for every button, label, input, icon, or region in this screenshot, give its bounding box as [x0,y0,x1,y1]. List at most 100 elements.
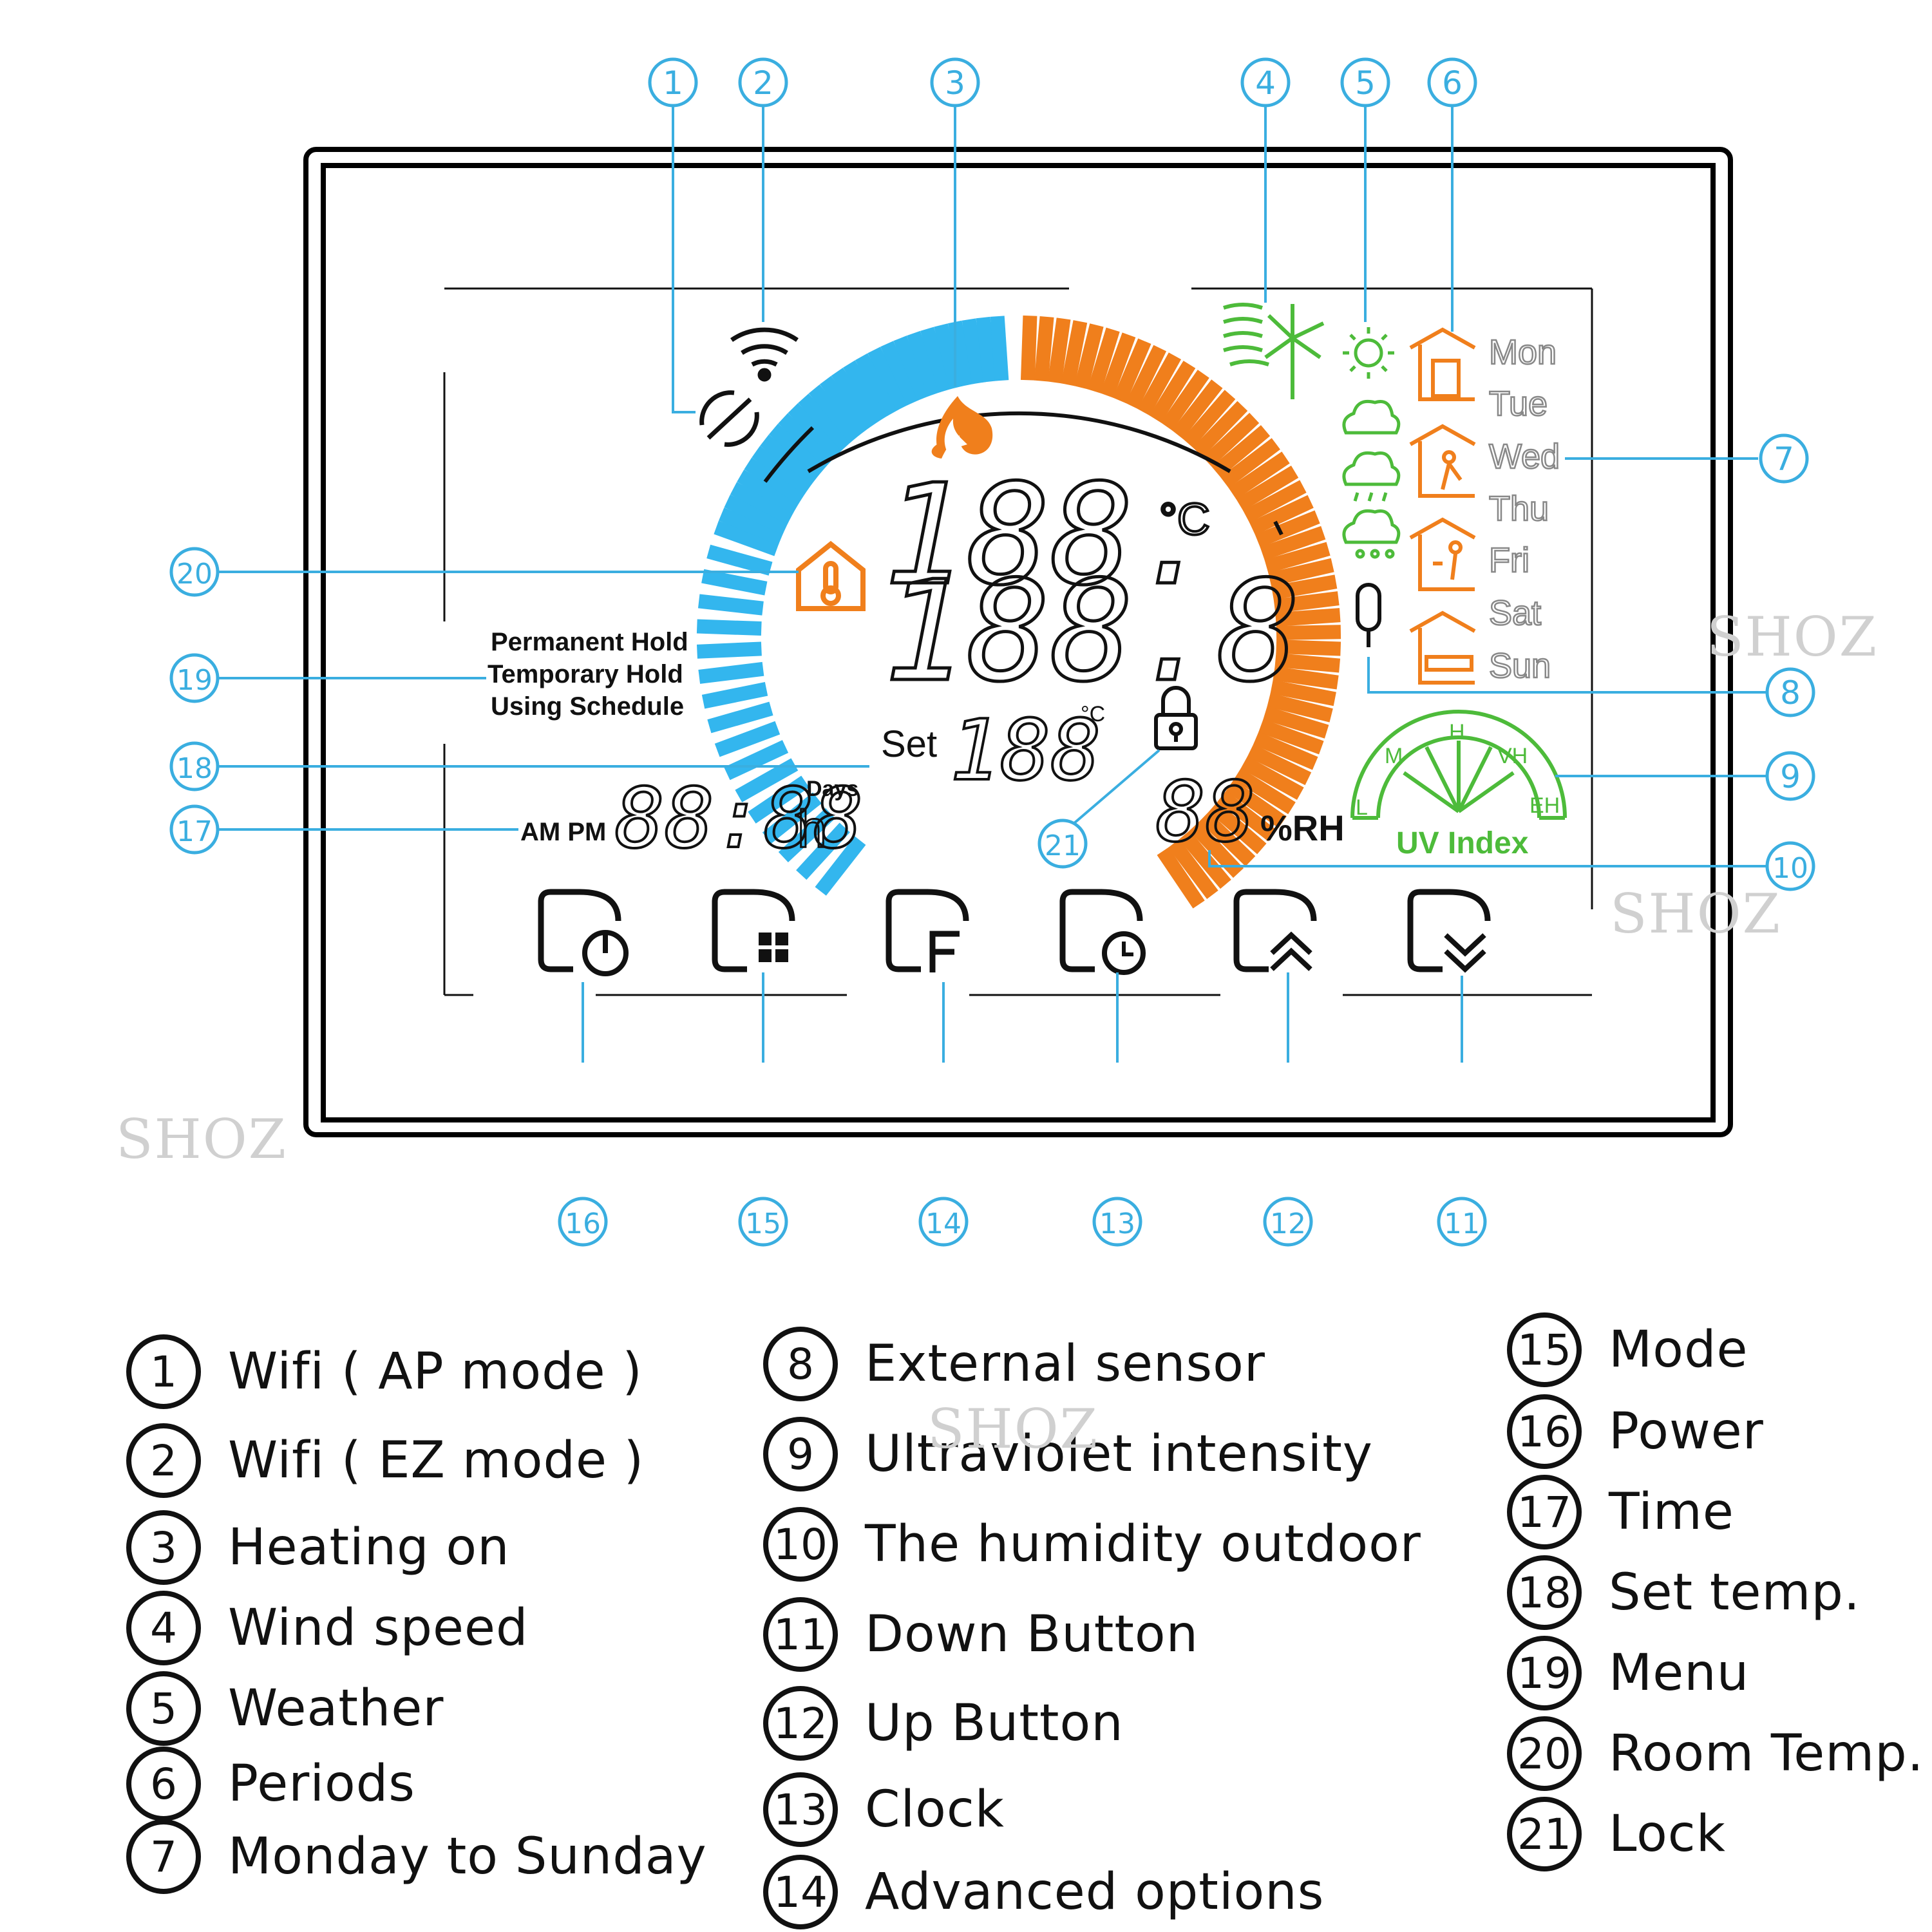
gauge-tick-cold [760,434,820,486]
gauge-tick-cold [831,368,880,430]
watermark: SHOZ [1707,605,1879,668]
up-button[interactable] [1233,889,1317,972]
legend-number: 9 [763,1417,838,1492]
callout-number: 8 [1780,674,1801,712]
callout-number: 11 [1444,1208,1480,1240]
callout-4: 4 [1240,57,1291,108]
gauge-tick-cold [724,740,789,781]
gauge-tick-cold [707,701,773,734]
gauge-tick-cold [976,316,998,383]
gauge-tick-hot [1192,401,1248,457]
watermark: SHOZ [927,1397,1099,1461]
gauge-tick-cold [880,341,920,406]
gauge-tick-hot [1208,801,1267,855]
mode-button[interactable] [712,889,795,972]
legend-label: Mode [1609,1321,1748,1379]
gauge-tick-hot [1034,316,1054,382]
callout-circle [1759,433,1809,484]
day-thu: Thu [1489,489,1549,528]
hold-mode-schedule: Using Schedule [491,692,684,721]
gauge-tick-hot [1270,679,1336,706]
legend-label: Room Temp. [1609,1725,1924,1783]
gauge-tick-hot [1236,466,1299,511]
watermark: SHOZ [1610,882,1782,945]
legend-label: Menu [1609,1644,1750,1702]
legend-number: 18 [1507,1555,1582,1630]
callout-6: 6 [1427,57,1477,108]
callout-number: 1 [663,64,683,102]
gauge-tick-hot [1157,847,1205,909]
uv-scale-h: H [1449,720,1465,744]
legend-number: 13 [763,1772,838,1847]
gauge-tick-hot [1168,838,1218,899]
legend-label: Wifi ( AP mode ) [228,1343,643,1401]
clock-button[interactable] [1059,889,1146,975]
gauge-tick-cold [907,330,942,397]
grid-icon [759,933,788,962]
cloud-icon [1342,399,1401,435]
room-temp-top-digits: 188. [884,454,1217,616]
gauge-tick-hot [1020,315,1037,381]
period-sleep-icon [1409,611,1476,685]
gauge-tick-cold [788,402,844,459]
gauge-tick-cold [961,318,986,384]
callout-17: 17 [169,804,220,855]
callout-number: 19 [176,664,213,697]
gauge-tick-cold [701,569,768,596]
legend-row-9: 9 Ultraviolet intensity [763,1417,1373,1492]
legend-number: 8 [763,1327,838,1401]
gauge-tick-hot [1182,390,1236,448]
gauge-tick-hot [1202,412,1260,468]
callout-number: 15 [745,1208,781,1240]
day-wed: Wed [1489,437,1560,476]
legend-number: 3 [126,1510,201,1585]
legend-label: Ultraviolet intensity [865,1425,1373,1483]
gauge-tick-cold [698,661,764,684]
gauge-tick-hot [1233,768,1296,815]
lock-icon [1154,686,1198,750]
gauge-tick-cold [778,413,835,468]
time-digits: 88:88 [615,771,863,867]
advanced-options-button[interactable] [886,889,969,972]
gauge-tick-cold [744,457,806,504]
gauge-tick-cold [752,446,813,495]
callout-circle [918,1197,969,1247]
callout-circle [169,804,220,855]
power-icon [582,930,629,976]
gauge-tick-hot [1275,608,1341,627]
callout-leaders [219,103,1790,1063]
gauge-tick-hot [1149,361,1196,423]
uv-index-gauge: L M H VH EH [1350,710,1567,820]
gauge-tick-cold [714,520,779,556]
power-button[interactable] [538,889,629,976]
gauge-tick-hot [1211,425,1271,478]
legend-label: Wind speed [228,1599,529,1657]
legend-label: Weather [228,1680,444,1738]
gauge-tick-hot [1260,526,1326,561]
gauge-tick-hot [1137,352,1182,416]
legend-number: 20 [1507,1716,1582,1791]
legend-number: 12 [763,1686,838,1761]
gauge-tick-cold [735,758,799,802]
callout-circle [1437,1197,1487,1247]
gauge-tick-hot [1247,744,1312,786]
temperature-gauge [696,315,1341,909]
gauge-tick-cold [843,360,889,422]
uv-scale-m: M [1385,744,1403,768]
gauge-tick-hot [1264,542,1331,574]
down-button[interactable] [1407,889,1491,973]
chevron-down-icon [1444,933,1486,973]
gauge-tick-hot [1263,706,1329,739]
callout-11: 11 [1437,1197,1487,1247]
gauge-tick-hot [1273,591,1340,614]
callout-circle [930,57,980,108]
gauge-tick-hot [1220,438,1280,489]
legend-number: 5 [126,1671,201,1746]
